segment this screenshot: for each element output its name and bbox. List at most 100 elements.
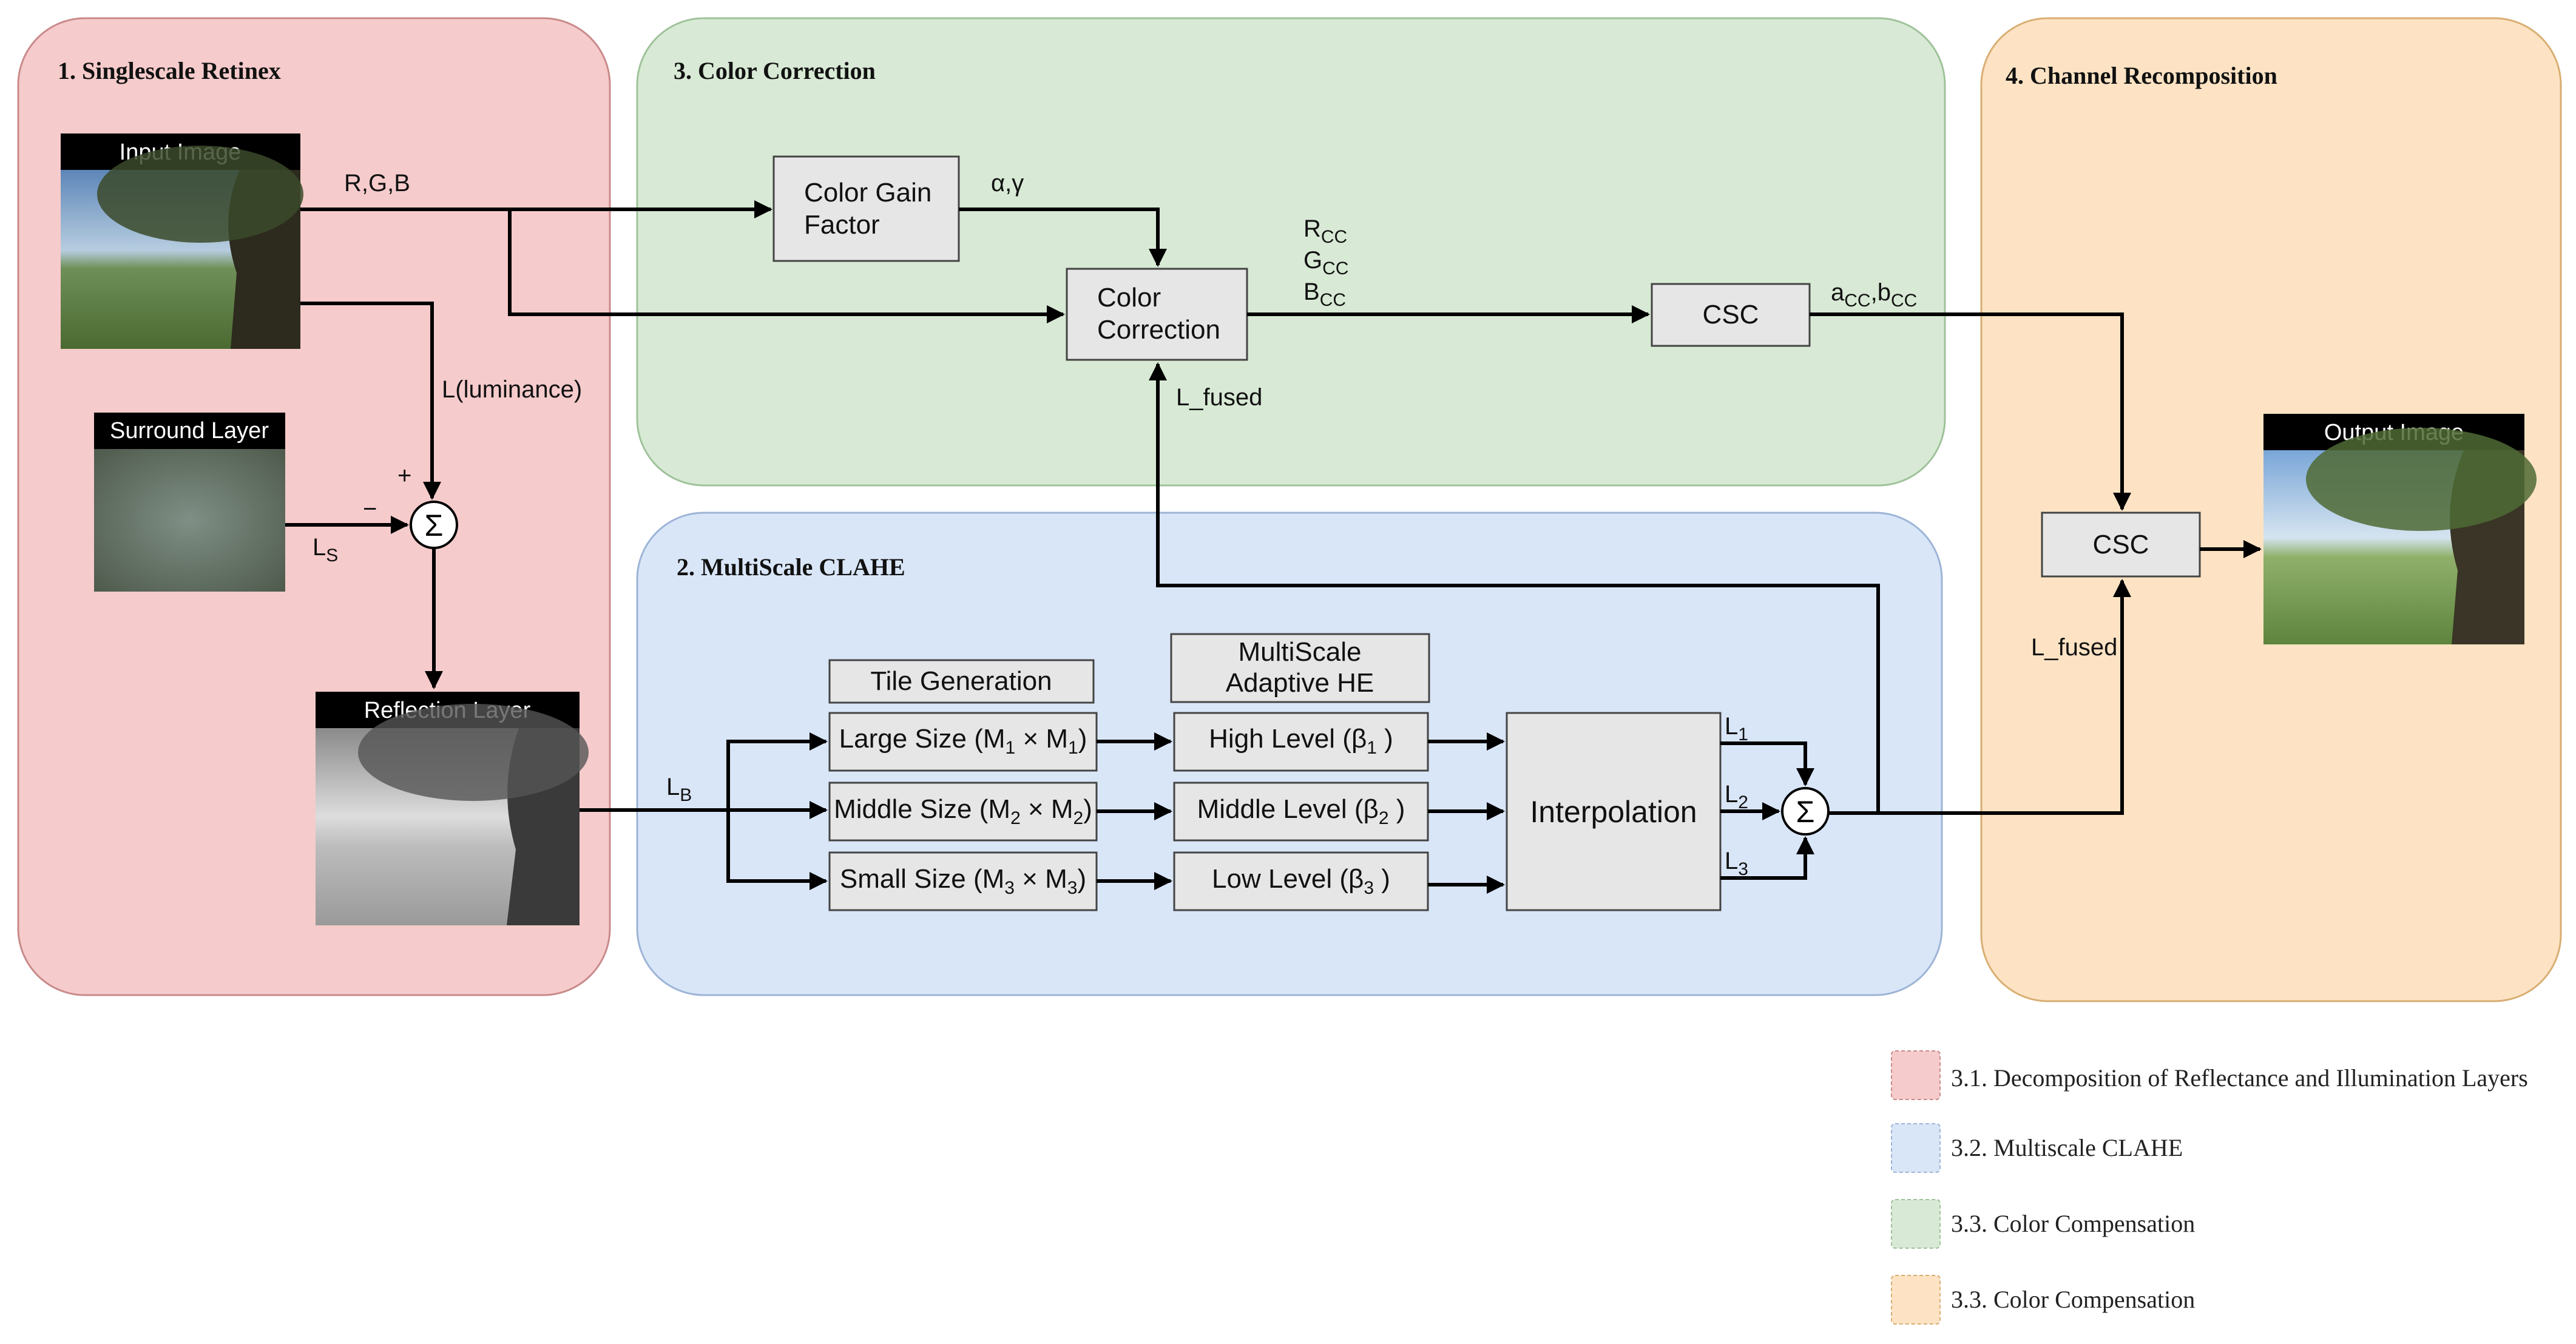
- color-gain-factor-box: Color Gain Factor: [772, 155, 960, 262]
- svg-text:High Level (β1 ): High Level (β1 ): [1209, 724, 1393, 758]
- csc-right-box: CSC: [2041, 512, 2201, 578]
- wire-lfused-right: [1828, 579, 2131, 815]
- wire-branch-small: [726, 810, 828, 890]
- output-image: Output Image: [2263, 414, 2537, 644]
- sum-node-retinex: Σ: [410, 501, 458, 549]
- color-correction-line1: Color: [1097, 283, 1161, 312]
- section-title-4: 4. Channel Recomposition: [2006, 62, 2277, 89]
- large-size-box: Large Size (M1 × M1): [828, 712, 1098, 772]
- wire-branch-large: [726, 732, 828, 810]
- label-l-fused-top: L_fused: [1176, 384, 1262, 411]
- label-rcc: RCC: [1303, 215, 1347, 247]
- legend-item: 3.1. Decomposition of Reflectance and Il…: [1891, 1050, 2528, 1100]
- legend-label: 3.1. Decomposition of Reflectance and Il…: [1951, 1064, 2528, 1092]
- svg-text:Small Size (M3 × M3): Small Size (M3 × M3): [840, 864, 1086, 898]
- sum-node-clahe: Σ: [1781, 787, 1830, 836]
- label-luminance: L(luminance): [442, 376, 582, 403]
- label-rcc-sub: CC: [1321, 227, 1347, 247]
- label-acc-main: a: [1831, 279, 1845, 306]
- label-l1-sub: 1: [1738, 724, 1748, 745]
- high-level-box: High Level (β1 ): [1173, 712, 1429, 772]
- large-size-post: ): [1078, 724, 1087, 754]
- label-l2: L2: [1725, 781, 1748, 812]
- middle-level-sub: 2: [1379, 808, 1389, 828]
- wire-l1: [1720, 741, 1814, 786]
- wire-lfused-up: [1149, 362, 1880, 813]
- low-level-post: ): [1374, 864, 1390, 894]
- label-ls-main: L: [313, 534, 326, 561]
- svg-text:Low Level (β3 ): Low Level (β3 ): [1212, 864, 1390, 898]
- middle-size-post: ): [1083, 794, 1092, 824]
- label-l3-sub: 3: [1738, 859, 1748, 879]
- legend-item: 3.3. Color Compensation: [1891, 1275, 2195, 1325]
- label-l-fused-right: L_fused: [2031, 634, 2117, 661]
- sum-node-clahe-symbol: Σ: [1796, 795, 1815, 829]
- surround-layer-label: Surround Layer: [110, 418, 269, 444]
- multiscale-adaptive-he-line2: Adaptive HE: [1226, 668, 1374, 698]
- svg-text:Middle Level (β2 ): Middle Level (β2 ): [1197, 794, 1405, 828]
- legend: 3.1. Decomposition of Reflectance and Il…: [1891, 1050, 2528, 1325]
- middle-size-mid: × M: [1021, 794, 1073, 824]
- label-lb-sub: B: [680, 785, 692, 805]
- tile-generation-header: Tile Generation: [828, 659, 1095, 704]
- csc-top-label: CSC: [1703, 300, 1759, 329]
- label-l1: L1: [1725, 713, 1748, 745]
- legend-swatch: [1891, 1275, 1941, 1325]
- wire-l3: [1720, 836, 1814, 880]
- middle-level-post: ): [1389, 794, 1405, 824]
- large-size-pre: Large Size (M: [839, 724, 1006, 754]
- label-acc-bcc: aCC,bCC: [1831, 279, 1917, 311]
- interpolation-box: Interpolation: [1506, 712, 1722, 911]
- middle-size-sub2: 2: [1073, 808, 1084, 828]
- low-level-box: Low Level (β3 ): [1173, 851, 1429, 911]
- label-l2-sub: 2: [1738, 792, 1748, 812]
- label-l3-main: L: [1725, 848, 1738, 874]
- label-lb: LB: [666, 774, 692, 805]
- label-gcc-sub: CC: [1322, 258, 1348, 279]
- middle-size-box: Middle Size (M2 × M2): [828, 782, 1098, 842]
- label-acc-comma: ,: [1871, 279, 1878, 306]
- low-level-pre: Low Level (β: [1212, 864, 1364, 894]
- interpolation-label: Interpolation: [1530, 795, 1697, 829]
- surround-layer-image: Surround Layer: [94, 413, 285, 592]
- color-gain-factor-line1: Color Gain: [804, 178, 931, 208]
- large-size-sub2: 1: [1068, 738, 1078, 758]
- label-bcc: BCC: [1303, 279, 1346, 310]
- low-level-sub: 3: [1364, 878, 1374, 898]
- label-bcc2-sub: CC: [1891, 291, 1917, 311]
- section-color-correction: [636, 17, 1946, 487]
- legend-item: 3.3. Color Compensation: [1891, 1199, 2195, 1249]
- legend-swatch: [1891, 1123, 1941, 1173]
- label-rcc-main: R: [1303, 215, 1321, 242]
- section-title-2: 2. MultiScale CLAHE: [677, 553, 905, 581]
- svg-text:Middle Size (M2 × M2): Middle Size (M2 × M2): [834, 794, 1092, 828]
- wire-csc-to-csc: [1810, 312, 2131, 511]
- label-alpha-gamma: α,γ: [991, 170, 1024, 197]
- csc-top-box: CSC: [1651, 283, 1811, 347]
- small-size-pre: Small Size (M: [840, 864, 1004, 894]
- legend-item: 3.2. Multiscale CLAHE: [1891, 1123, 2183, 1173]
- label-lb-main: L: [666, 774, 680, 800]
- small-size-box: Small Size (M3 × M3): [828, 851, 1098, 911]
- large-size-mid: × M: [1015, 724, 1068, 754]
- small-size-sub2: 3: [1067, 878, 1078, 898]
- label-l2-main: L: [1725, 781, 1738, 808]
- color-correction-box: Color Correction: [1066, 268, 1248, 361]
- input-image: Input Image: [61, 133, 303, 349]
- legend-label: 3.2. Multiscale CLAHE: [1951, 1134, 2183, 1161]
- high-level-sub: 1: [1367, 738, 1377, 758]
- wire-rgb-to-correction: [508, 209, 1065, 323]
- label-bcc-sub: CC: [1320, 290, 1346, 310]
- tile-generation-label: Tile Generation: [870, 666, 1052, 696]
- label-l3: L3: [1725, 848, 1748, 879]
- small-size-post: ): [1077, 864, 1086, 894]
- large-size-sub1: 1: [1006, 738, 1016, 758]
- reflection-layer-image: Reflection Layer: [316, 692, 589, 925]
- middle-level-box: Middle Level (β2 ): [1173, 782, 1429, 842]
- legend-swatch: [1891, 1199, 1941, 1249]
- color-correction-line2: Correction: [1097, 315, 1220, 345]
- multiscale-adaptive-he-header: MultiScale Adaptive HE: [1170, 633, 1430, 703]
- middle-level-pre: Middle Level (β: [1197, 794, 1379, 824]
- label-rgb: R,G,B: [344, 170, 410, 197]
